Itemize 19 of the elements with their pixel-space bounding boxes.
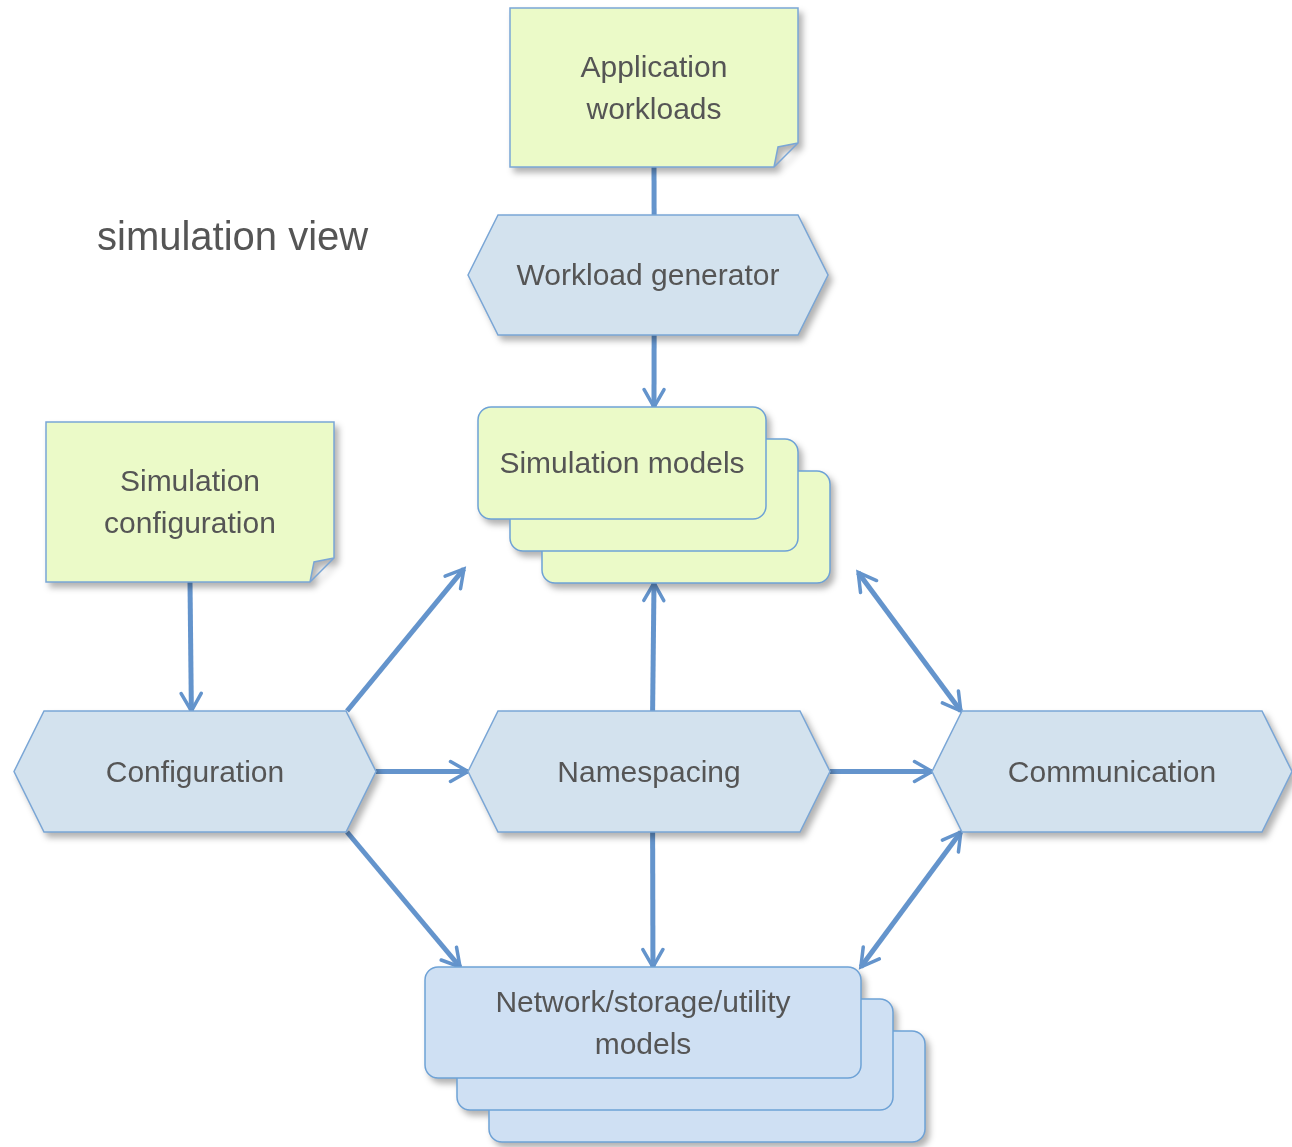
arrow <box>830 759 934 784</box>
node-label: Communication <box>1007 753 1217 790</box>
node-label: Workload generator <box>516 257 780 293</box>
node-label: Application workloads <box>579 48 729 127</box>
arrow <box>858 830 963 969</box>
arrow <box>179 581 203 713</box>
node-label: Simulation configuration <box>103 463 277 541</box>
arrow <box>345 830 462 969</box>
connector-line <box>651 167 657 215</box>
diagram-title: simulation view <box>97 213 370 260</box>
node-label: Network/storage/utility models <box>494 983 792 1062</box>
arrow <box>856 570 963 713</box>
arrow <box>376 759 470 784</box>
arrow <box>642 335 666 409</box>
arrow <box>345 567 466 713</box>
node-label: Namespacing <box>557 753 741 790</box>
node-label: Simulation models <box>499 445 745 481</box>
arrow <box>641 832 665 969</box>
node-label: Configuration <box>105 753 285 790</box>
